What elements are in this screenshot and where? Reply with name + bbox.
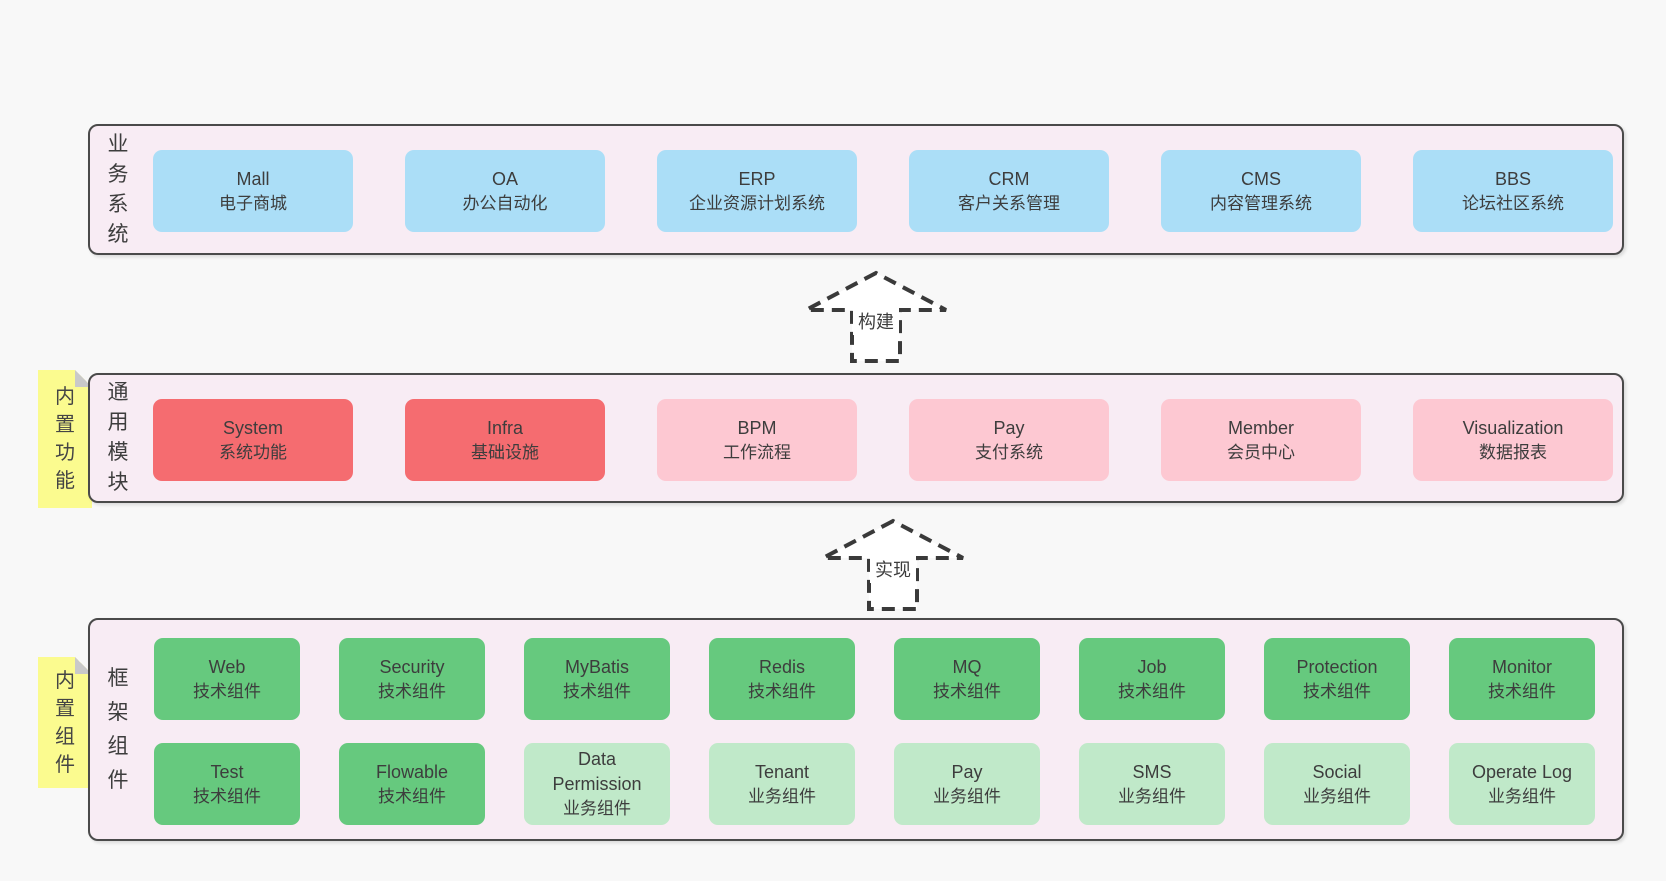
component-row-1: Web 技术组件 Security 技术组件 MyBatis 技术组件 Redi… <box>154 638 1595 720</box>
sticky-note-built-in-components: 内置组件 <box>38 657 92 788</box>
component-box-web: Web 技术组件 <box>154 638 300 720</box>
system-box-erp: ERP 企业资源计划系统 <box>657 150 857 232</box>
component-box-social: Social 业务组件 <box>1264 743 1410 825</box>
module-box-visualization: Visualization 数据报表 <box>1413 399 1613 481</box>
arrow-implement-label: 实现 <box>875 560 911 580</box>
system-box-mall: Mall 电子商城 <box>153 150 353 232</box>
module-box-pay: Pay 支付系统 <box>909 399 1109 481</box>
band-label-common-modules: 通用模块 <box>107 381 129 494</box>
module-box-system: System 系统功能 <box>153 399 353 481</box>
component-box-tenant: Tenant 业务组件 <box>709 743 855 825</box>
component-box-mybatis: MyBatis 技术组件 <box>524 638 670 720</box>
sticky-note-built-in-features: 内置功能 <box>38 370 92 508</box>
component-box-redis: Redis 技术组件 <box>709 638 855 720</box>
component-box-pay: Pay 业务组件 <box>894 743 1040 825</box>
component-box-job: Job 技术组件 <box>1079 638 1225 720</box>
arrow-build: 构建 <box>803 269 949 365</box>
component-box-sms: SMS 业务组件 <box>1079 743 1225 825</box>
arrow-implement: 实现 <box>820 517 966 613</box>
system-box-bbs: BBS 论坛社区系统 <box>1413 150 1613 232</box>
component-box-protection: Protection 技术组件 <box>1264 638 1410 720</box>
component-box-security: Security 技术组件 <box>339 638 485 720</box>
system-box-oa: OA 办公自动化 <box>405 150 605 232</box>
component-box-flowable: Flowable 技术组件 <box>339 743 485 825</box>
system-box-cms: CMS 内容管理系统 <box>1161 150 1361 232</box>
common-modules-row: System 系统功能 Infra 基础设施 BPM 工作流程 Pay 支付系统… <box>153 399 1613 481</box>
arrow-build-label: 构建 <box>858 312 894 332</box>
business-systems-row: Mall 电子商城 OA 办公自动化 ERP 企业资源计划系统 CRM 客户关系… <box>153 150 1613 232</box>
band-common-modules: 通用模块 System 系统功能 Infra 基础设施 BPM 工作流程 Pay… <box>88 373 1624 503</box>
system-box-crm: CRM 客户关系管理 <box>909 150 1109 232</box>
component-box-mq: MQ 技术组件 <box>894 638 1040 720</box>
module-box-infra: Infra 基础设施 <box>405 399 605 481</box>
up-arrow-dashed-icon: 构建 <box>805 270 947 363</box>
module-box-bpm: BPM 工作流程 <box>657 399 857 481</box>
band-label-framework-components: 框架组件 <box>107 666 129 792</box>
framework-components-grid: Web 技术组件 Security 技术组件 MyBatis 技术组件 Redi… <box>154 638 1595 825</box>
band-business-systems: 业务系统 Mall 电子商城 OA 办公自动化 ERP 企业资源计划系统 CRM… <box>88 124 1624 255</box>
component-box-operate-log: Operate Log 业务组件 <box>1449 743 1595 825</box>
component-box-data-permission: Data Permission 业务组件 <box>524 743 670 825</box>
module-box-member: Member 会员中心 <box>1161 399 1361 481</box>
sticky-note-label: 内置功能 <box>55 386 75 492</box>
band-framework-components: 框架组件 Web 技术组件 Security 技术组件 MyBatis 技术组件… <box>88 618 1624 841</box>
component-row-2: Test 技术组件 Flowable 技术组件 Data Permission … <box>154 743 1595 825</box>
band-label-business-systems: 业务系统 <box>107 132 129 246</box>
component-box-test: Test 技术组件 <box>154 743 300 825</box>
up-arrow-dashed-icon: 实现 <box>822 518 964 611</box>
sticky-note-label: 内置组件 <box>55 669 75 776</box>
component-box-monitor: Monitor 技术组件 <box>1449 638 1595 720</box>
